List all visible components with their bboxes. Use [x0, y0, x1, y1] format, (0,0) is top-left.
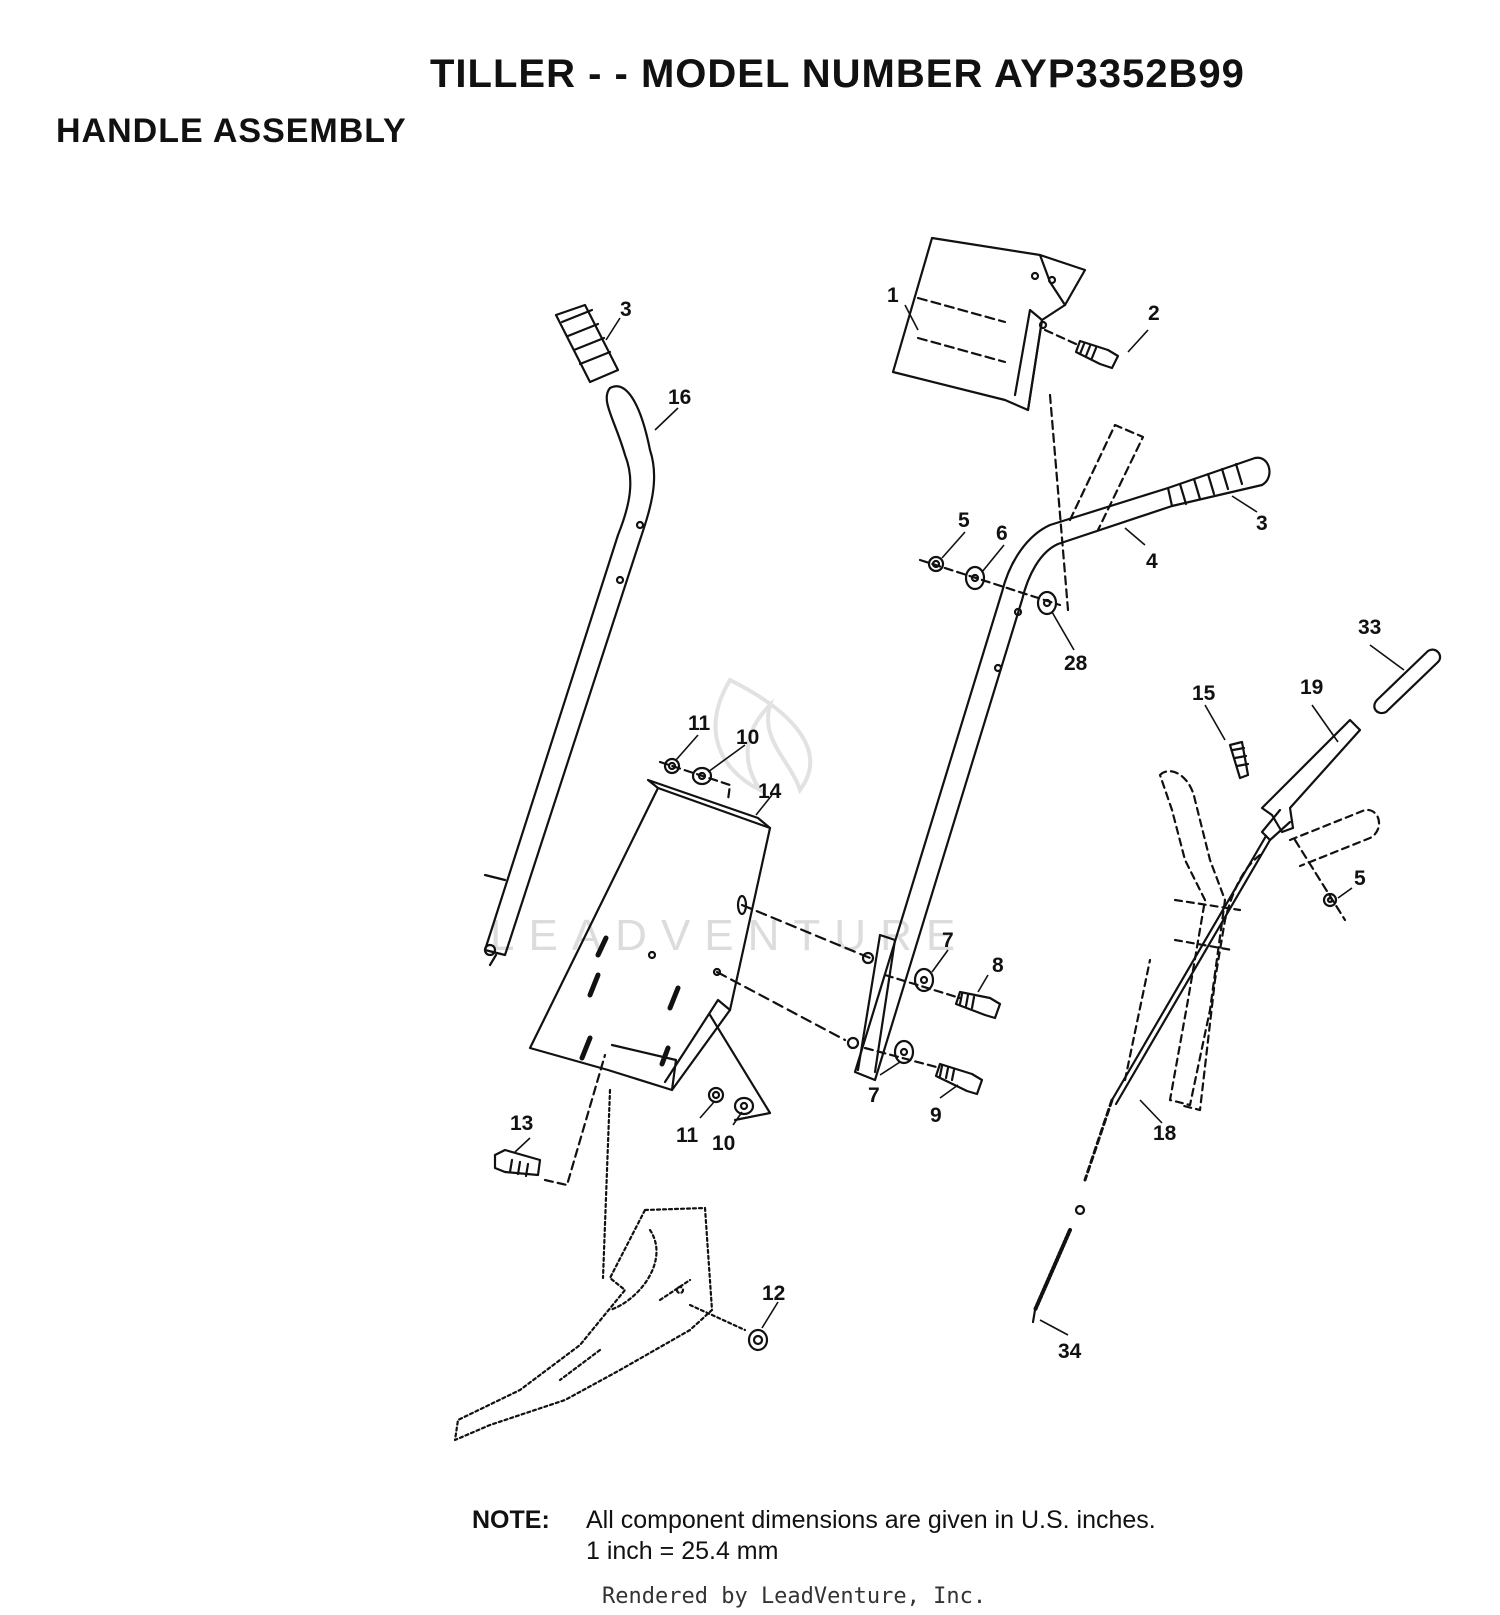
callout-15: 15 [1192, 682, 1216, 705]
control-lever-assembly [1031, 648, 1442, 1324]
callout-14: 14 [758, 780, 782, 803]
callout-19: 19 [1300, 676, 1323, 699]
callout-3-top: 3 [620, 298, 632, 321]
left-grip [554, 303, 620, 384]
callout-10-top: 10 [736, 726, 759, 749]
left-handle-bar [483, 385, 656, 967]
note-line-2: 1 inch = 25.4 mm [586, 1537, 779, 1565]
nut-12 [747, 1328, 769, 1352]
callout-34: 34 [1058, 1340, 1082, 1363]
callout-5-right: 5 [1354, 867, 1366, 890]
handle-panel [528, 778, 872, 1092]
leader-lines [514, 304, 1405, 1336]
callout-2: 2 [1148, 302, 1160, 325]
callout-10-bottom: 10 [712, 1132, 735, 1155]
hardware-5-6-28 [918, 393, 1070, 616]
callout-7-bottom: 7 [868, 1084, 880, 1107]
section-title: HANDLE ASSEMBLY [56, 112, 407, 150]
bolt-2 [1043, 328, 1120, 370]
callout-11-bottom: 11 [676, 1124, 699, 1147]
watermark: LEADVENTURE [490, 677, 955, 960]
callout-1: 1 [887, 284, 899, 307]
right-handle-bar [846, 423, 1271, 1082]
callout-8: 8 [992, 954, 1004, 977]
control-panel [891, 236, 1087, 412]
callout-5-top: 5 [958, 509, 970, 532]
hardware-11-10-bottom [707, 1013, 772, 1122]
note-label: NOTE: [472, 1506, 550, 1534]
phantom-handle [1123, 770, 1381, 1112]
callout-9: 9 [930, 1104, 942, 1127]
hardware-7-8-9 [863, 967, 1002, 1096]
callout-16: 16 [668, 386, 691, 409]
page-title: TILLER - - MODEL NUMBER AYP3352B99 [430, 52, 1245, 96]
callout-3-right: 3 [1256, 512, 1268, 535]
callout-12: 12 [762, 1282, 785, 1305]
callout-18: 18 [1153, 1122, 1177, 1145]
callout-13: 13 [510, 1112, 533, 1135]
bolt-13 [493, 1053, 607, 1187]
tiller-frame [453, 1088, 747, 1442]
hardware-11-10-top [658, 757, 732, 802]
callout-4: 4 [1146, 550, 1158, 573]
note: NOTE: All component dimensions are given … [472, 1506, 1156, 1535]
callout-33: 33 [1358, 616, 1381, 639]
note-line-1: All component dimensions are given in U.… [586, 1506, 1156, 1534]
callout-28: 28 [1064, 652, 1088, 675]
callout-7-top: 7 [942, 929, 954, 952]
callout-11-top: 11 [688, 712, 711, 735]
footer-credit: Rendered by LeadVenture, Inc. [602, 1584, 987, 1609]
callout-6: 6 [996, 522, 1008, 545]
callout-labels: 1 2 3 16 3 4 5 6 28 33 15 19 11 10 14 5 … [510, 284, 1381, 1363]
